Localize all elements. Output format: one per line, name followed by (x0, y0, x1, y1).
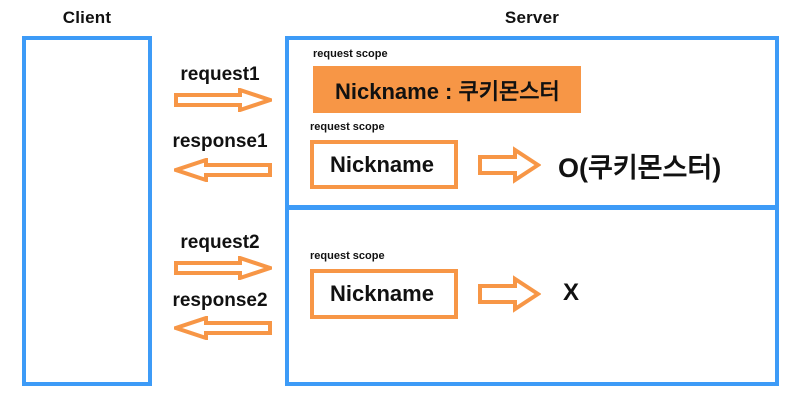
message-label-response2: response2 (172, 290, 268, 311)
request-scope-label: request scope (310, 250, 385, 262)
client-title: Client (62, 8, 112, 27)
message-label-request2: request2 (180, 232, 260, 253)
request-scope-content: Nickname (330, 151, 434, 177)
request-scope-box-nickname-lookup-upper: Nickname (310, 140, 458, 189)
request-scope-box-nickname-value: Nickname : 쿠키몬스터 (313, 66, 581, 113)
server-session-divider (285, 205, 779, 210)
request-scope-content: Nickname (330, 281, 434, 306)
client-panel (22, 36, 152, 386)
server-title: Server (504, 8, 560, 27)
result-mark-success: O(쿠키몬스터) (558, 153, 722, 183)
message-label-request1: request1 (180, 64, 260, 85)
arrow-left-icon (169, 157, 272, 183)
request-scope-content: Nickname : 쿠키몬스터 (335, 78, 560, 104)
request-scope-box-nickname-lookup-lower: Nickname (310, 269, 458, 319)
message-label-response1: response1 (172, 131, 268, 152)
result-mark-failure: X (563, 279, 580, 306)
arrow-right-icon (477, 275, 542, 313)
arrow-right-icon (174, 87, 277, 113)
request-scope-label: request scope (313, 48, 388, 60)
arrow-left-icon (169, 315, 272, 341)
arrow-right-icon (174, 255, 277, 281)
request-scope-label: request scope (310, 121, 385, 133)
arrow-right-icon (477, 146, 542, 184)
